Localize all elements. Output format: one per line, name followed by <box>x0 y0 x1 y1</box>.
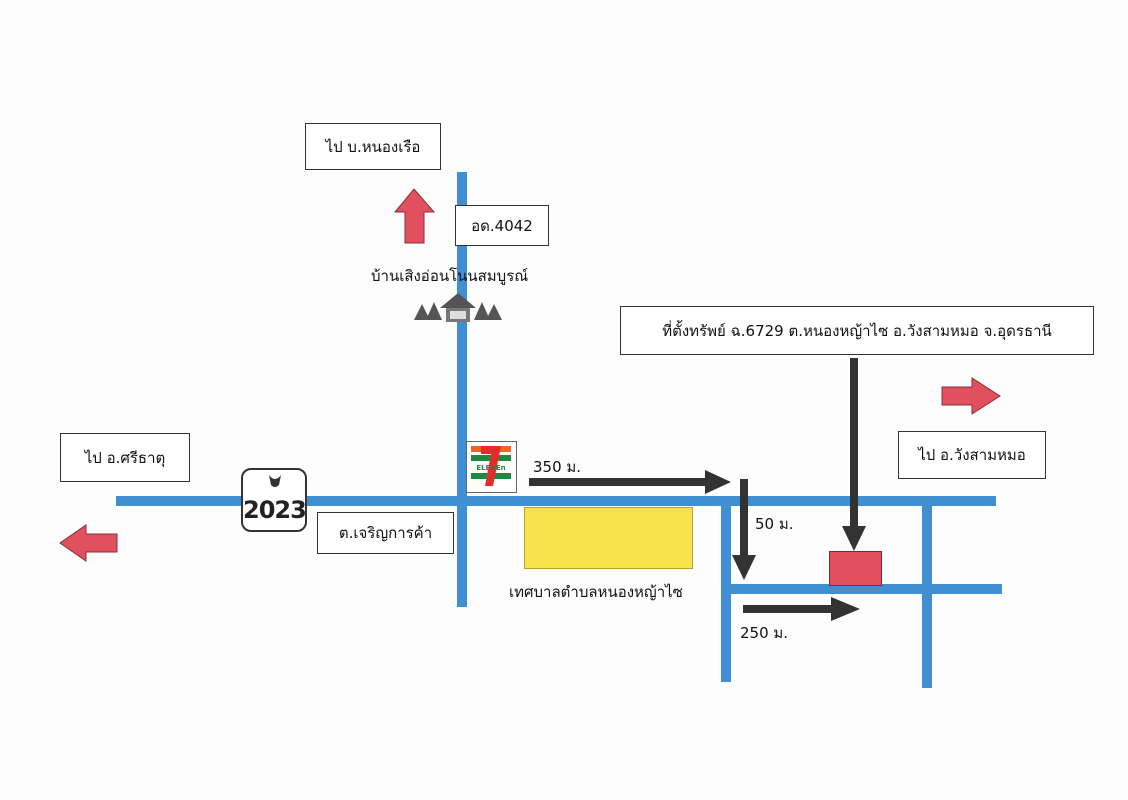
route-emblem-icon <box>269 475 281 487</box>
main-road-2023 <box>116 496 996 506</box>
route-2023-shield: 2023 <box>241 468 307 532</box>
arrow-350m-icon <box>529 470 731 494</box>
to-nong-ruea-label: ไป บ.หนองเรือ <box>305 123 441 170</box>
arrow-50m-icon <box>732 479 756 580</box>
distance-250-label: 250 ม. <box>740 624 789 642</box>
municipality-block <box>524 507 693 569</box>
arrow-left-red-icon <box>59 524 118 562</box>
side-road-horizontal <box>721 584 1002 594</box>
arrow-right-red-icon <box>941 377 1001 415</box>
arrow-250m-icon <box>743 597 860 621</box>
side-road-vertical-2 <box>922 500 932 688</box>
distance-50-label: 50 ม. <box>755 515 794 533</box>
village-label: บ้านเสิงอ่อนโนนสมบูรณ์ <box>371 267 529 285</box>
seven-eleven-text: ELEVEn <box>476 464 505 472</box>
charoen-kan-kha-label: ต.เจริญการค้า <box>317 512 454 554</box>
arrow-to-property-icon <box>842 358 866 551</box>
seven-eleven-logo: ELEVEn <box>466 441 517 493</box>
property-location-label: ที่ตั้งทรัพย์ ฉ.6729 ต.หนองหญ้าไซ อ.วังส… <box>620 306 1094 355</box>
route-2023-number: 2023 <box>243 496 307 524</box>
to-wang-sam-mo-label: ไป อ.วังสามหมอ <box>898 431 1046 479</box>
road-4042 <box>457 172 467 607</box>
temple-icon <box>414 293 502 322</box>
property-marker <box>829 551 882 586</box>
municipality-label: เทศบาลตำบลหนองหญ้าไซ <box>509 583 683 601</box>
to-si-that-label: ไป อ.ศรีธาตุ <box>60 433 190 482</box>
distance-350-label: 350 ม. <box>533 458 582 476</box>
arrow-up-red-icon <box>393 188 436 244</box>
route-4042-label: อด.4042 <box>455 205 549 246</box>
